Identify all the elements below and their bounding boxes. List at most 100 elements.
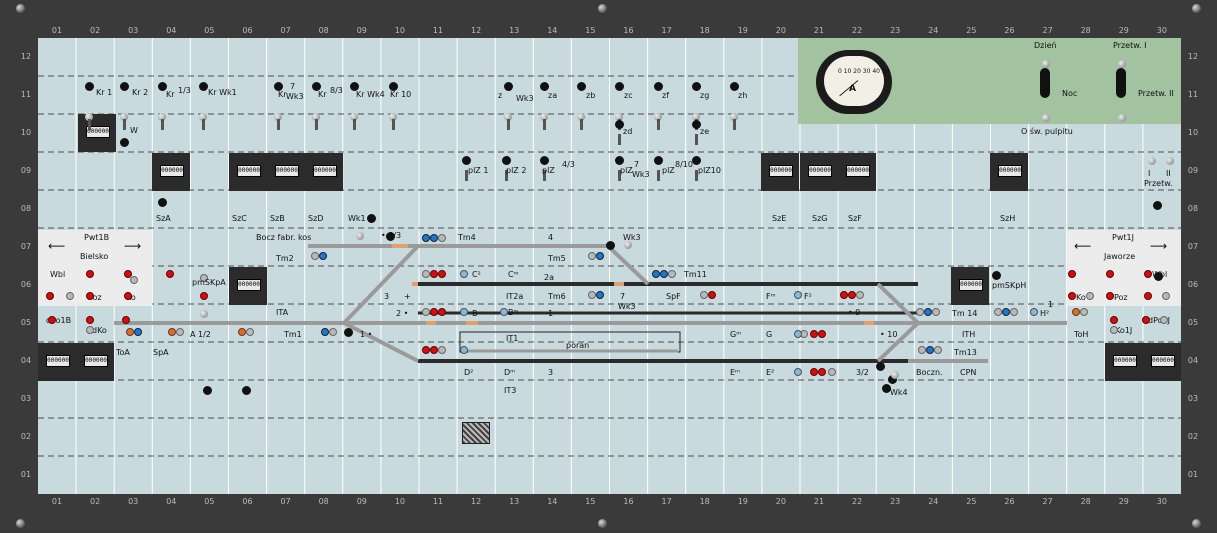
signal-lamp[interactable]: [422, 234, 430, 242]
push-button[interactable]: [344, 328, 353, 337]
signal-lamp[interactable]: [828, 368, 836, 376]
lever-handle[interactable]: [277, 119, 280, 130]
switch-zg[interactable]: [692, 82, 701, 91]
signal-lamp[interactable]: [1030, 308, 1038, 316]
signal-lamp[interactable]: [460, 270, 468, 278]
switch-plz7[interactable]: [615, 156, 624, 165]
signal-lamp[interactable]: [1068, 270, 1076, 278]
lever-handle[interactable]: [695, 170, 698, 181]
lever-handle[interactable]: [507, 119, 510, 130]
switch-kr1[interactable]: [85, 82, 94, 91]
signal-lamp[interactable]: [168, 328, 176, 336]
signal-lamp[interactable]: [588, 252, 596, 260]
signal-lamp[interactable]: [840, 291, 848, 299]
signal-lamp[interactable]: [238, 328, 246, 336]
grid-selector-button[interactable]: [462, 422, 490, 444]
signal-lamp[interactable]: [46, 292, 54, 300]
signal-lamp[interactable]: [818, 368, 826, 376]
lever-handle[interactable]: [202, 119, 205, 130]
signal-lamp[interactable]: [994, 308, 1002, 316]
signal-lamp[interactable]: [311, 252, 319, 260]
signal-lamp[interactable]: [794, 291, 802, 299]
signal-lamp[interactable]: [1086, 292, 1094, 300]
signal-lamp[interactable]: [86, 292, 94, 300]
signal-lamp[interactable]: [166, 270, 174, 278]
signal-lamp[interactable]: [460, 346, 468, 354]
switch-z7[interactable]: [504, 82, 513, 91]
lever-handle[interactable]: [543, 170, 546, 181]
signal-lamp[interactable]: [460, 308, 468, 316]
signal-lamp[interactable]: [124, 270, 132, 278]
signal-lamp[interactable]: [122, 316, 130, 324]
switch-kr13[interactable]: [158, 82, 167, 91]
signal-lamp[interactable]: [916, 308, 924, 316]
push-button[interactable]: [1154, 272, 1163, 281]
signal-lamp[interactable]: [660, 270, 668, 278]
push-button[interactable]: [876, 362, 885, 371]
signal-lamp[interactable]: [1106, 292, 1114, 300]
signal-lamp[interactable]: [200, 274, 208, 282]
signal-lamp[interactable]: [1068, 292, 1076, 300]
signal-lamp[interactable]: [700, 291, 708, 299]
signal-lamp[interactable]: [1010, 308, 1018, 316]
switch-plz10[interactable]: [692, 156, 701, 165]
lever-handle[interactable]: [657, 119, 660, 130]
signal-lamp[interactable]: [794, 368, 802, 376]
switch-kr83[interactable]: [312, 82, 321, 91]
signal-lamp[interactable]: [1142, 316, 1150, 324]
lever-handle[interactable]: [580, 119, 583, 130]
push-button[interactable]: [203, 386, 212, 395]
converter-switch[interactable]: [1116, 68, 1126, 98]
signal-lamp[interactable]: [918, 346, 926, 354]
signal-lamp[interactable]: [246, 328, 254, 336]
switch-zf[interactable]: [654, 82, 663, 91]
push-button[interactable]: [992, 271, 1001, 280]
lever-handle[interactable]: [392, 119, 395, 130]
signal-lamp[interactable]: [430, 308, 438, 316]
switch-plz2[interactable]: [502, 156, 511, 165]
signal-lamp[interactable]: [329, 328, 337, 336]
signal-lamp[interactable]: [1110, 316, 1118, 324]
switch-plz8[interactable]: [654, 156, 663, 165]
signal-lamp[interactable]: [856, 291, 864, 299]
signal-lamp[interactable]: [319, 252, 327, 260]
signal-lamp[interactable]: [708, 291, 716, 299]
signal-lamp[interactable]: [1144, 270, 1152, 278]
switch-plz43[interactable]: [540, 156, 549, 165]
lever-handle[interactable]: [161, 119, 164, 130]
signal-lamp[interactable]: [596, 291, 604, 299]
switch-kr7[interactable]: [274, 82, 283, 91]
signal-lamp[interactable]: [438, 346, 446, 354]
signal-lamp[interactable]: [124, 292, 132, 300]
signal-lamp[interactable]: [176, 328, 184, 336]
lever-handle[interactable]: [618, 170, 621, 181]
switch-zh[interactable]: [730, 82, 739, 91]
signal-lamp[interactable]: [430, 346, 438, 354]
lever-handle[interactable]: [657, 170, 660, 181]
signal-lamp[interactable]: [818, 330, 826, 338]
lever-handle[interactable]: [543, 119, 546, 130]
lever-handle[interactable]: [353, 119, 356, 130]
signal-lamp[interactable]: [438, 270, 446, 278]
switch-kr10[interactable]: [389, 82, 398, 91]
switch-krwk4[interactable]: [350, 82, 359, 91]
signal-lamp[interactable]: [134, 328, 142, 336]
signal-lamp[interactable]: [1144, 292, 1152, 300]
signal-lamp[interactable]: [810, 330, 818, 338]
signal-lamp[interactable]: [810, 368, 818, 376]
signal-lamp[interactable]: [1072, 308, 1080, 316]
switch-plz1[interactable]: [462, 156, 471, 165]
lever-handle[interactable]: [695, 134, 698, 145]
switch-za[interactable]: [540, 82, 549, 91]
switch-zb[interactable]: [577, 82, 586, 91]
signal-lamp[interactable]: [1110, 326, 1118, 334]
push-button[interactable]: [386, 232, 395, 241]
lever-handle[interactable]: [733, 119, 736, 130]
day-night-switch[interactable]: [1040, 68, 1050, 98]
signal-lamp[interactable]: [926, 346, 934, 354]
signal-lamp[interactable]: [1162, 292, 1170, 300]
push-button[interactable]: [242, 386, 251, 395]
switch-kr2[interactable]: [120, 82, 129, 91]
signal-lamp[interactable]: [126, 328, 134, 336]
lever-handle[interactable]: [505, 170, 508, 181]
